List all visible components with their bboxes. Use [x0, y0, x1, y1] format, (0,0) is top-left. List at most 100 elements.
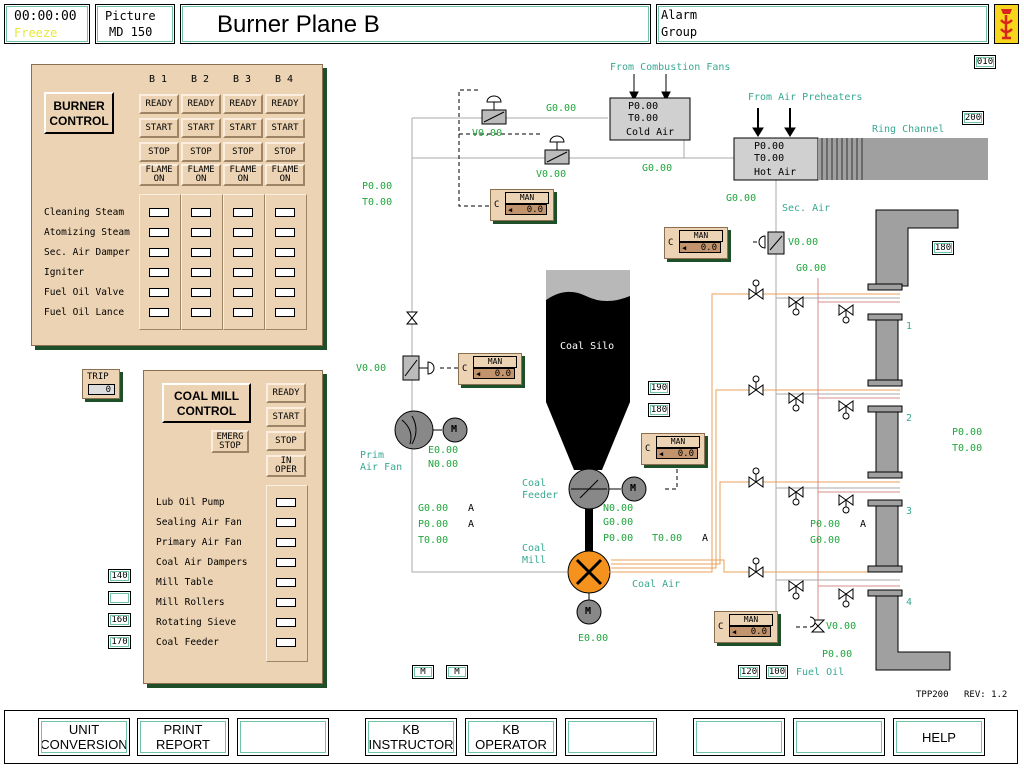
- coal-feeder-label-2: Feeder: [522, 490, 559, 501]
- burner-3-start-button[interactable]: START: [223, 118, 263, 138]
- burner-2-stop-button[interactable]: STOP: [181, 142, 221, 162]
- help-button[interactable]: HELP: [893, 718, 985, 756]
- g-right: G0.00: [810, 535, 841, 546]
- sec-air-valve-icon[interactable]: [788, 392, 804, 412]
- burner-1-label: 1: [906, 321, 913, 332]
- setpoint-value[interactable]: 0.0: [656, 448, 698, 460]
- controller-feeder[interactable]: C MAN 0.0: [641, 433, 705, 465]
- burner-1-ready-button[interactable]: READY: [139, 94, 179, 114]
- man-button[interactable]: MAN: [729, 614, 773, 626]
- tag-200[interactable]: 200: [962, 111, 984, 125]
- trip-box[interactable]: TRIP 0: [82, 369, 120, 399]
- mill-row-label: Coal Feeder: [156, 637, 219, 648]
- t-feed: T0.00: [652, 533, 683, 544]
- controller-prim-air[interactable]: C MAN 0.0: [458, 353, 522, 385]
- tag-170[interactable]: 170: [108, 635, 131, 649]
- burner-3-status-lamp: [233, 228, 253, 237]
- tag-140[interactable]: 140: [108, 569, 131, 583]
- empty-button-4[interactable]: [793, 718, 885, 756]
- t-left2: T0.00: [418, 535, 449, 546]
- fuel-oil-valve-icon[interactable]: [838, 494, 854, 514]
- empty-button-1[interactable]: [237, 718, 329, 756]
- burner-1-start-button[interactable]: START: [139, 118, 179, 138]
- setpoint-value[interactable]: 0.0: [473, 368, 515, 380]
- man-button[interactable]: MAN: [473, 356, 517, 368]
- burner-1-status-lamp: [149, 228, 169, 237]
- rev-label: REV: 1.2: [964, 690, 1008, 700]
- tag-160[interactable]: 160: [108, 613, 131, 627]
- burner-3-stop-button[interactable]: STOP: [223, 142, 263, 162]
- mill-ready-button[interactable]: READY: [266, 383, 306, 403]
- e-fan: E0.00: [428, 445, 459, 456]
- mill-start-button[interactable]: START: [266, 407, 306, 427]
- coal-air-valve-icon[interactable]: [748, 557, 764, 578]
- empty-button-2[interactable]: [565, 718, 657, 756]
- controller-fuel-oil[interactable]: C MAN 0.0: [714, 611, 778, 643]
- alarm-group-button[interactable]: Alarm Group: [656, 4, 989, 44]
- n-fan: N0.00: [428, 459, 459, 470]
- coal-air-valve-icon[interactable]: [748, 375, 764, 396]
- setpoint-value[interactable]: 0.0: [729, 626, 771, 638]
- burner-4-start-button[interactable]: START: [265, 118, 305, 138]
- sec-air-valve-icon[interactable]: [788, 580, 804, 600]
- burner-2-start-button[interactable]: START: [181, 118, 221, 138]
- page-title: Burner Plane B: [217, 11, 380, 38]
- burner-3-ready-button[interactable]: READY: [223, 94, 263, 114]
- p-oil: P0.00: [822, 649, 853, 660]
- v-sec: V0.00: [788, 237, 819, 248]
- cold-air-label: Cold Air: [626, 127, 675, 138]
- man-button[interactable]: MAN: [679, 230, 723, 242]
- tag-010[interactable]: 010: [974, 55, 996, 69]
- sec-air-valve-icon[interactable]: [788, 296, 804, 316]
- tag-180-top[interactable]: 180: [932, 241, 954, 255]
- a-left1: A: [468, 503, 475, 514]
- burner-4-ready-button[interactable]: READY: [265, 94, 305, 114]
- tag-180[interactable]: 180: [648, 403, 670, 417]
- controller-top[interactable]: C MAN 0.0: [490, 189, 554, 221]
- tag-m2[interactable]: M: [446, 665, 468, 679]
- setpoint-value[interactable]: 0.0: [505, 204, 547, 216]
- burner-4-stop-button[interactable]: STOP: [265, 142, 305, 162]
- man-button[interactable]: MAN: [656, 436, 700, 448]
- mill-row-label: Lub Oil Pump: [156, 497, 225, 508]
- burner-1-stop-button[interactable]: STOP: [139, 142, 179, 162]
- a-feed: A: [702, 533, 709, 544]
- p-left2: P0.00: [418, 519, 449, 530]
- burner-row-label: Fuel Oil Lance: [44, 307, 125, 318]
- burner-2-label: 2: [906, 413, 913, 424]
- burner-2-ready-button[interactable]: READY: [181, 94, 221, 114]
- mill-row-label: Coal Air Dampers: [156, 557, 248, 568]
- coal-air-valve-icon[interactable]: [748, 279, 764, 300]
- setpoint-value[interactable]: 0.0: [679, 242, 721, 254]
- empty-button-3[interactable]: [693, 718, 785, 756]
- mill-stop-button[interactable]: STOP: [266, 431, 306, 451]
- controller-sec-air[interactable]: C MAN 0.0: [664, 227, 728, 259]
- tag-blank[interactable]: [108, 591, 131, 605]
- mill-row-label: Primary Air Fan: [156, 537, 242, 548]
- fuel-oil-valve-icon[interactable]: [838, 588, 854, 608]
- coal-air-valve-icon[interactable]: [748, 467, 764, 488]
- tag-120[interactable]: 120: [738, 665, 760, 679]
- from-air-preheaters-label: From Air Preheaters: [748, 92, 863, 103]
- fuel-oil-valve-icon[interactable]: [838, 304, 854, 324]
- tag-m1[interactable]: M: [412, 665, 434, 679]
- cold-air-p: P0.00: [628, 101, 659, 112]
- man-button[interactable]: MAN: [505, 192, 549, 204]
- fuel-oil-valve-icon[interactable]: [838, 400, 854, 420]
- sec-air-valve-icon[interactable]: [788, 486, 804, 506]
- burner-4-status-lamp: [275, 288, 295, 297]
- tag-190[interactable]: 190: [648, 381, 670, 395]
- tag-100[interactable]: 100: [766, 665, 788, 679]
- picture-box: Picture MD 150: [95, 4, 175, 44]
